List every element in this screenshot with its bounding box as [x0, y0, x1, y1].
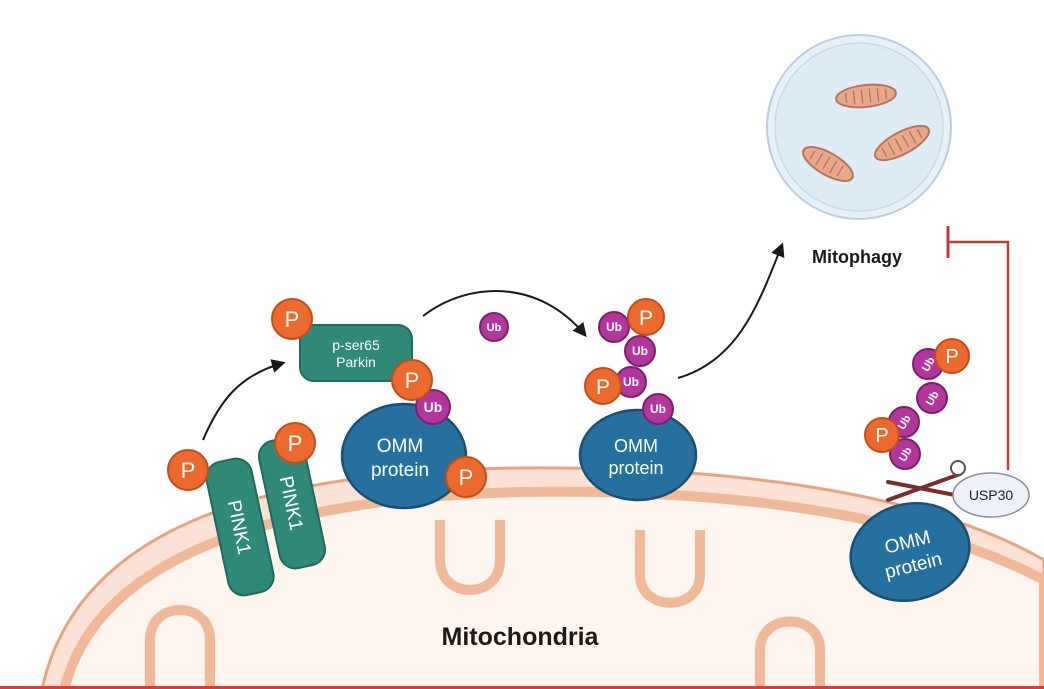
- omm-protein-2-line2: protein: [608, 458, 663, 478]
- arrow-to-mitophagy: [677, 242, 785, 379]
- mitophagy-label: Mitophagy: [812, 247, 902, 267]
- cristae-fold-center-1: [435, 520, 505, 595]
- engulfed-mitochondrion-2: [802, 146, 854, 182]
- arrow-pink1-to-parkin: [202, 359, 286, 441]
- arrow-parkin-to-ubiquitination: [422, 290, 587, 338]
- ubiquitin-omm1-label: Ub: [424, 399, 443, 415]
- mitochondria-label: Mitochondria: [442, 623, 600, 651]
- phosphate-chain1-left-label: P: [596, 376, 610, 399]
- omm-protein-2: OMM protein: [578, 408, 698, 502]
- ubiquitin-chain1-a-label: Ub: [606, 320, 622, 334]
- phosphate-pink1-1-label: P: [181, 458, 196, 483]
- ubiquitin-omm1: Ub: [415, 389, 451, 425]
- ubiquitin-chain1-d-label: Ub: [650, 402, 666, 416]
- omm-protein-1-line2: protein: [371, 460, 429, 481]
- parkin-label-line2: Parkin: [336, 354, 376, 370]
- phosphate-chain1-top: P: [627, 298, 665, 336]
- pink1-protein-2: PINK1: [257, 436, 327, 570]
- pink1-protein-1: PINK1: [205, 457, 275, 597]
- cristae-fold-left: [145, 605, 215, 686]
- omm-protein-1: OMM protein: [340, 402, 468, 510]
- phosphate-pink1-2: P: [274, 422, 316, 464]
- phosphate-chain1-top-label: P: [639, 307, 653, 330]
- phosphate-pink1-2-label: P: [288, 431, 303, 456]
- phosphate-omm1-ub: P: [391, 359, 433, 401]
- phosphate-pink1-1: P: [167, 449, 209, 491]
- cristae-fold-center-2: [635, 530, 705, 608]
- parkin-protein: p-ser65 Parkin: [299, 324, 413, 382]
- phosphate-parkin-label: P: [285, 307, 300, 332]
- usp30-label: USP30: [969, 487, 1014, 503]
- ubiquitin-chain1-b-label: Ub: [632, 344, 648, 358]
- phosphate-chain2-top-label: P: [945, 346, 958, 368]
- omm-protein-1-line1: OMM: [377, 436, 423, 457]
- phosphate-omm1: P: [445, 456, 487, 498]
- ubiquitin-free: Ub: [479, 312, 509, 342]
- cristae-fold-right: [755, 616, 825, 686]
- omm-protein-3: OMM protein: [849, 501, 971, 603]
- lysosome: [766, 34, 952, 220]
- ubiquitin-free-label: Ub: [487, 322, 502, 334]
- omm-protein-2-line1: OMM: [614, 436, 658, 456]
- usp30-inhibition-connector: [946, 226, 1010, 470]
- engulfed-mitochondrion-1: [835, 83, 897, 109]
- phosphate-chain2-left-label: P: [875, 425, 888, 447]
- phosphate-omm1-ub-label: P: [405, 368, 420, 393]
- phosphate-chain2-top: P: [934, 338, 970, 374]
- parkin-label-line1: p-ser65: [332, 337, 380, 353]
- bottom-border-line: [0, 686, 1044, 689]
- usp30-enzyme: USP30: [952, 472, 1030, 518]
- ubiquitin-chain-1: Ub Ub Ub Ub: [598, 311, 674, 425]
- engulfed-mitochondrion-3: [874, 124, 930, 162]
- ubiquitin-chain1-c-label: Ub: [623, 375, 639, 389]
- phosphate-chain2-left: P: [864, 417, 900, 453]
- phosphate-omm1-label: P: [459, 465, 474, 490]
- phosphate-parkin: P: [271, 298, 313, 340]
- phosphate-chain1-left: P: [584, 367, 622, 405]
